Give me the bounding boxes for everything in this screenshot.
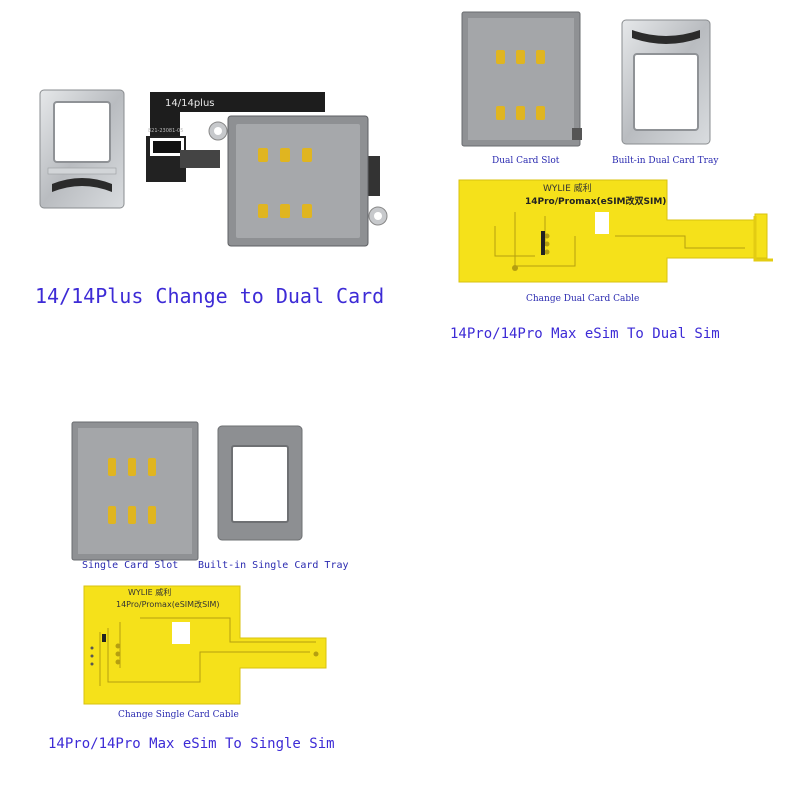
section-14-plus: 14/14plus 821-23081-05 14/14Plus Change … [0, 0, 420, 330]
dual-card-slot-image [461, 11, 582, 147]
single-card-cable-caption: Change Single Card Cable [118, 710, 239, 720]
section-title-14pro-dual: 14Pro/14Pro Max eSim To Dual Sim [450, 326, 720, 342]
dual-card-tray-caption: Built-in Dual Card Tray [612, 156, 719, 166]
section-title-14pro-single: 14Pro/14Pro Max eSim To Single Sim [48, 736, 335, 752]
single-card-slot-image [71, 421, 199, 561]
single-card-tray-caption: Built-in Single Card Tray [198, 560, 349, 571]
flex-code: 821-23081-05 [148, 128, 183, 134]
section-14pro-dual: Dual Card Slot Built-in Dual Card Tray W… [430, 0, 800, 360]
dual-cable-model: 14Pro/Promax(eSIM改双SIM) [525, 195, 666, 207]
single-card-cable-image: WYLIE 威利 14Pro/Promax(eSIM改SIM) [83, 585, 327, 705]
single-cable-model: 14Pro/Promax(eSIM改SIM) [116, 599, 220, 609]
dual-cable-brand: WYLIE 威利 [543, 182, 592, 194]
dual-card-cable-image: WYLIE 威利 14Pro/Promax(eSIM改双SIM) [458, 179, 773, 283]
dual-card-tray-image [621, 19, 711, 145]
dual-card-cable-caption: Change Dual Card Cable [526, 294, 640, 304]
section-14pro-single: Single Card Slot Built-in Single Card Tr… [40, 410, 400, 770]
flex-label: 14/14plus [165, 98, 215, 109]
section-title-14-plus: 14/14Plus Change to Dual Card [35, 284, 385, 308]
single-cable-brand: WYLIE 威利 [128, 587, 171, 597]
single-card-slot-caption: Single Card Slot [82, 560, 179, 571]
single-card-tray-image [217, 425, 303, 541]
dual-card-slot-caption: Dual Card Slot [492, 156, 560, 166]
dual-slot-with-flex-14plus: 14/14plus 821-23081-05 [146, 92, 388, 247]
tray-image-14plus [39, 89, 125, 209]
